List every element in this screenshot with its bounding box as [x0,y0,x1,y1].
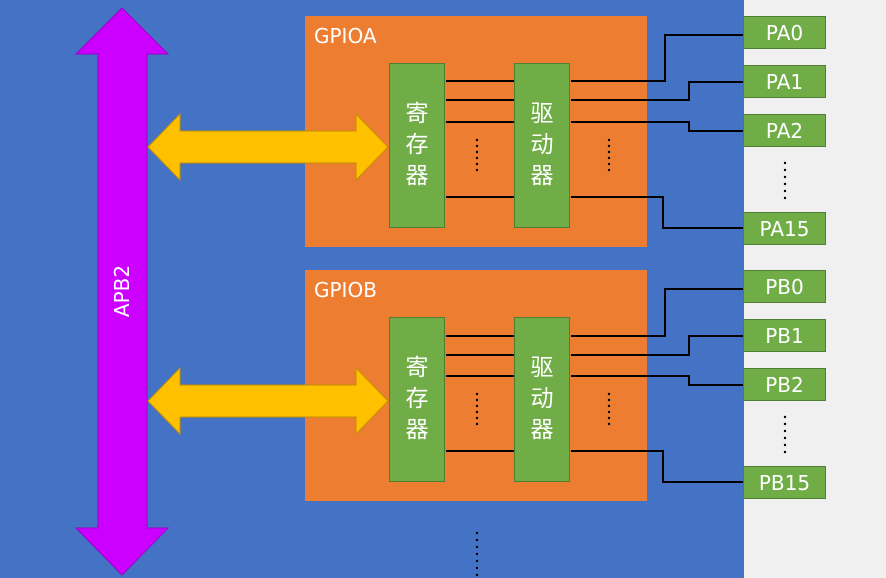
gpiob-pin-wire-15 [571,450,743,483]
pin-pb2: PB2 [743,368,826,401]
gpioa-reg-ellipsis [475,138,479,172]
gpioa-title: GPIOA [314,24,377,48]
gpioa-driver-ellipsis [607,138,611,172]
pin-pa0: PA0 [743,16,826,49]
pb-pins-ellipsis [783,415,787,454]
pa-pins-ellipsis [783,161,787,200]
pin-pb1: PB1 [743,319,826,352]
gpiob-pin-wire-2 [571,375,743,386]
gpiob-driver-ellipsis [607,392,611,426]
pin-pb15: PB15 [743,466,826,499]
gpioa-pin-wire-1 [571,81,743,101]
gpioa-register-block: 寄存器 [389,63,445,228]
gpioa-pin-wire-0 [571,34,743,82]
apb2-bus-arrow [74,7,170,576]
gpiob-reg-ellipsis [475,392,479,426]
gpiob-title: GPIOB [314,278,377,302]
gpiob-driver-block: 驱动器 [514,317,570,482]
gpiob-pin-wire-1 [571,335,743,356]
gpioa-pin-wire-2 [571,121,743,132]
gpioa-pin-wire-15 [571,196,743,229]
gpioa-driver-block: 驱动器 [514,63,570,228]
pin-pb0: PB0 [743,270,826,303]
pin-pa2: PA2 [743,114,826,147]
more-ports-ellipsis [475,531,479,577]
gpioa-data-arrow [147,112,389,182]
gpiob-register-block: 寄存器 [389,317,445,482]
gpiob-data-arrow [147,366,389,436]
pin-pa15: PA15 [743,212,826,245]
pin-pa1: PA1 [743,65,826,98]
gpiob-pin-wire-0 [571,288,743,337]
